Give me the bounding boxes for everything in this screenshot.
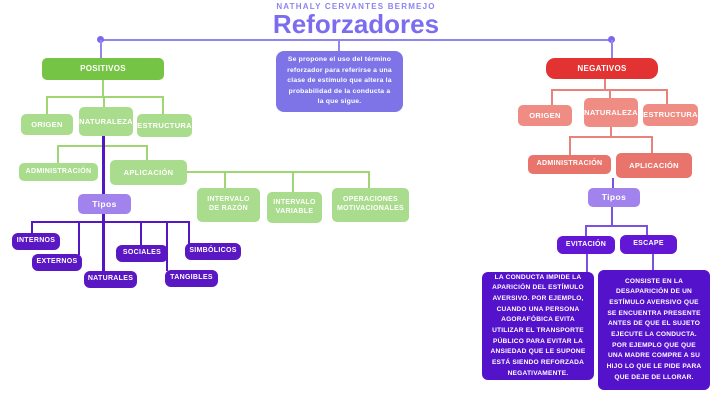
connector-line [31, 221, 33, 233]
connector-line [612, 178, 614, 188]
connector-line [666, 89, 668, 105]
node-positivos-estructura[interactable]: ESTRUCTURA [137, 114, 192, 137]
connector-line [646, 225, 648, 235]
connector-line [103, 96, 105, 108]
node-negativos-administracion[interactable]: ADMINISTRACIÓN [528, 155, 611, 174]
node-positivos-tipos[interactable]: Tipos [78, 194, 131, 214]
node-positivos-origen[interactable]: ORIGEN [21, 114, 73, 135]
connector-line [292, 171, 294, 192]
connector-line [585, 225, 648, 227]
node-negativos-aplicacion[interactable]: APLICACIÓN [616, 153, 692, 178]
connector-line [586, 254, 588, 272]
connector-line [569, 136, 653, 138]
connector-line [100, 39, 612, 41]
connector-line [610, 127, 612, 137]
node-escape[interactable]: ESCAPE [620, 235, 677, 254]
definition-node[interactable]: Se propone el uso del término reforzador… [276, 51, 403, 112]
node-positivos-administracion[interactable]: ADMINISTRACIÓN [19, 163, 98, 181]
escape-description[interactable]: CONSISTE EN LA DESAPARICIÓN DE UN ESTÍMU… [598, 270, 710, 390]
connector-line [338, 40, 340, 51]
node-negativos-tipos[interactable]: Tipos [588, 188, 640, 207]
connector-line [611, 207, 613, 226]
node-simbolicos[interactable]: SIMBÓLICOS [185, 243, 241, 260]
connector-line [78, 221, 80, 255]
connector-line [102, 136, 105, 194]
node-externos[interactable]: EXTERNOS [32, 254, 82, 271]
connector-line [100, 40, 102, 58]
connector-line [585, 225, 587, 236]
connector-dot [608, 36, 615, 43]
node-internos[interactable]: INTERNOS [12, 233, 60, 250]
node-negativos-naturaleza[interactable]: NATURALEZA [584, 98, 638, 127]
node-positivos-naturaleza[interactable]: NATURALEZA [79, 107, 133, 136]
connector-line [611, 40, 613, 58]
connector-line [224, 171, 226, 188]
connector-line [188, 221, 190, 244]
node-intervalo-variable[interactable]: INTERVALO VARIABLE [267, 192, 322, 223]
node-tangibles[interactable]: TANGIBLES [165, 270, 218, 287]
node-evitacion[interactable]: EVITACIÓN [557, 236, 615, 254]
node-sociales[interactable]: SOCIALES [116, 245, 168, 262]
node-positivos[interactable]: POSITIVOS [42, 58, 164, 80]
connector-line [651, 136, 653, 153]
connector-line [551, 89, 553, 106]
connector-line [102, 214, 105, 271]
connector-line [146, 145, 148, 161]
connector-line [46, 96, 48, 115]
node-intervalo-razon[interactable]: INTERVALO DE RAZÓN [197, 188, 260, 222]
connector-line [162, 96, 164, 115]
connector-line [166, 221, 168, 271]
node-positivos-aplicacion[interactable]: APLICACIÓN [110, 160, 187, 185]
connector-line [102, 80, 104, 97]
connector-line [609, 89, 611, 99]
node-operaciones-motivacionales[interactable]: OPERACIONES MOTIVACIONALES [332, 188, 409, 222]
node-naturales[interactable]: NATURALES [84, 271, 137, 288]
connector-line [368, 171, 370, 188]
connector-dot [97, 36, 104, 43]
node-negativos-origen[interactable]: ORIGEN [518, 105, 572, 126]
map-title: Reforzadores [272, 9, 440, 39]
connector-line [187, 171, 370, 173]
connector-line [652, 254, 654, 270]
node-negativos-estructura[interactable]: ESTRUCTURA [643, 104, 698, 126]
connector-line [57, 145, 59, 164]
connector-line [46, 96, 164, 98]
evitacion-description[interactable]: LA CONDUCTA IMPIDE LA APARICIÓN DEL ESTÍ… [482, 272, 594, 380]
connector-line [569, 136, 571, 155]
node-negativos[interactable]: NEGATIVOS [546, 58, 658, 79]
author-name: NATHALY CERVANTES BERMEJO [276, 2, 436, 11]
connector-line [140, 221, 142, 246]
connector-line [31, 221, 190, 223]
connector-line [604, 79, 606, 90]
